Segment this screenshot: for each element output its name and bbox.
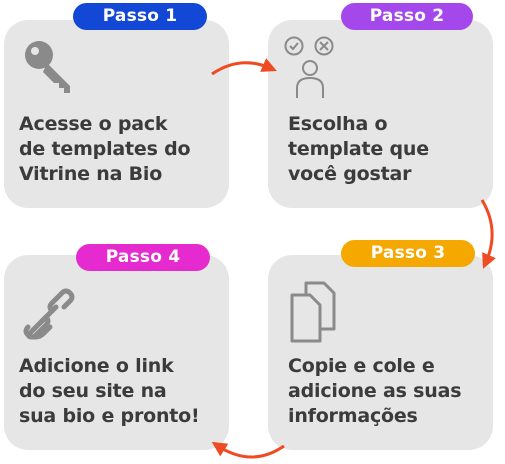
person-choice-icon bbox=[284, 36, 334, 98]
step-3-badge: Passo 3 bbox=[341, 240, 475, 267]
step-3-text: Copie e cole e adicione as suas informaç… bbox=[288, 355, 462, 427]
key-icon bbox=[25, 41, 70, 93]
copy-documents-icon bbox=[290, 281, 336, 343]
arrow-step3-to-step4 bbox=[211, 441, 285, 459]
step-1-text: Acesse o pack de templates do Vitrine na… bbox=[19, 113, 191, 185]
step-4-badge: Passo 4 bbox=[76, 244, 210, 271]
step-2-text: Escolha o template que você gostar bbox=[288, 113, 429, 185]
arrow-step1-to-step2 bbox=[211, 58, 277, 76]
arrow-step2-to-step3 bbox=[480, 199, 496, 269]
link-icon bbox=[23, 288, 75, 340]
step-2-badge: Passo 2 bbox=[341, 3, 473, 30]
step-4-text: Adicione o link do seu site na sua bio e… bbox=[19, 355, 200, 427]
step-1-badge: Passo 1 bbox=[73, 3, 207, 30]
step-2-card: Escolha o template que você gostar bbox=[268, 20, 493, 208]
step-1-card: Acesse o pack de templates do Vitrine na… bbox=[4, 20, 229, 208]
step-4-card: Adicione o link do seu site na sua bio e… bbox=[4, 255, 229, 450]
step-3-card: Copie e cole e adicione as suas informaç… bbox=[268, 255, 493, 450]
